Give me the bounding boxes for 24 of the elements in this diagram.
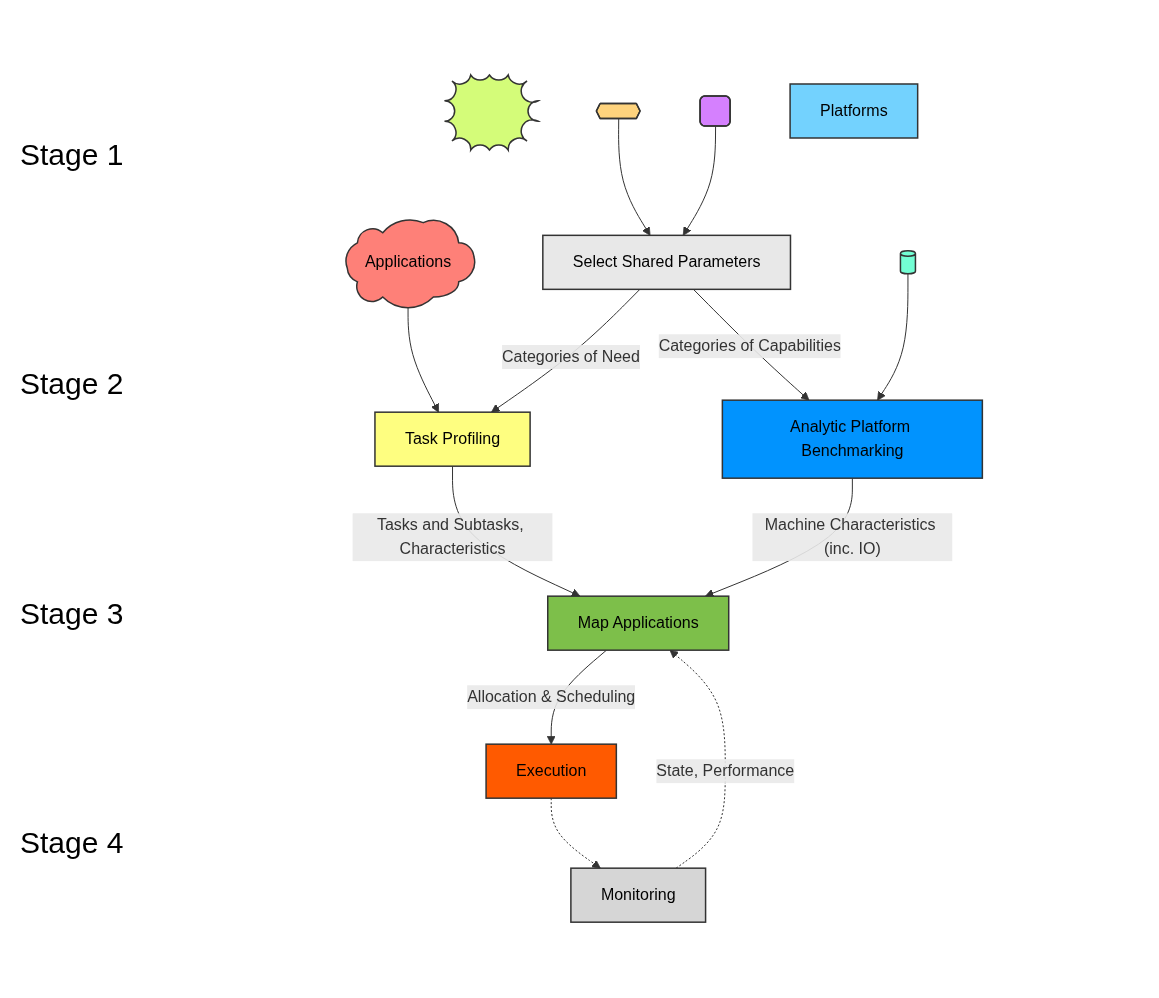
node-cylinder — [900, 250, 917, 275]
node-star — [444, 74, 540, 152]
arrow — [618, 118, 651, 237]
node-box: Platforms — [789, 83, 919, 140]
edge-label: Allocation & Scheduling — [467, 688, 636, 706]
arrow — [683, 126, 717, 237]
node-box: Map Applications — [547, 595, 730, 652]
stage-label: Stage 1 — [19, 137, 125, 172]
node-box: Monitoring — [570, 867, 707, 924]
edge-label: Tasks and Subtasks, Characteristics — [377, 516, 524, 558]
node-box: Execution — [485, 743, 618, 800]
node-box: Analytic Platform Benchmarking — [721, 399, 984, 480]
arrow — [877, 273, 909, 401]
edge-label: Categories of Need — [502, 348, 641, 366]
stage-label: Stage 3 — [19, 596, 125, 631]
stage-label: Stage 2 — [19, 367, 125, 402]
node-box: Select Shared Parameters — [542, 235, 792, 291]
edge-label: Categories of Capabilities — [658, 337, 842, 355]
arrow — [491, 289, 641, 413]
edge-label: State, Performance — [656, 762, 795, 780]
stage-label: Stage 4 — [19, 826, 125, 861]
node-box: Task Profiling — [374, 411, 532, 468]
edge-label: Machine Characteristics (inc. IO) — [765, 516, 936, 558]
arrow — [551, 798, 602, 869]
